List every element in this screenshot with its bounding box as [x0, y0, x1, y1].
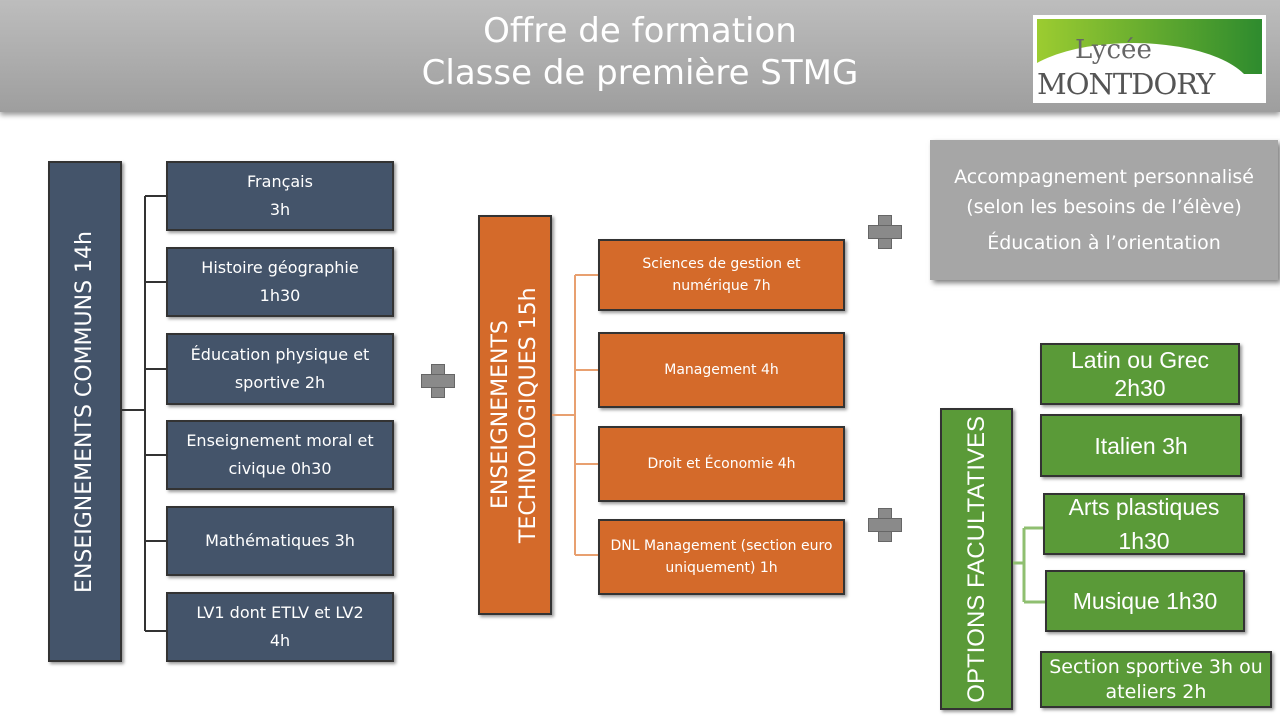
- label: LV1 dont ETLV et LV2: [196, 603, 364, 622]
- communs-heading: ENSEIGNEMENTS COMMUNS 14h: [48, 161, 122, 662]
- label: Arts plastiques 1h30: [1068, 494, 1220, 554]
- label: ENSEIGNEMENTS COMMUNS 14h: [72, 230, 97, 593]
- label: Management 4h: [664, 362, 779, 378]
- label: Éducation à l’orientation: [987, 232, 1221, 254]
- label: Latin ou Grec 2h30: [1070, 347, 1210, 401]
- accompagnement-box: Accompagnement personnalisé (selon les b…: [930, 140, 1278, 280]
- options-connector: [1013, 526, 1047, 604]
- label: Accompagnement personnalisé (selon les b…: [954, 166, 1254, 218]
- option-musique: Musique 1h30: [1045, 570, 1245, 632]
- label: Enseignement moral et civique 0h30: [186, 431, 374, 478]
- plus-icon: [421, 364, 455, 398]
- logo-text: Lycée: [1075, 35, 1152, 65]
- label: Italien 3h: [1094, 432, 1188, 459]
- label: ENSEIGNEMENTS TECHNOLOGIQUES 15h: [488, 287, 541, 543]
- label: 3h: [269, 200, 291, 219]
- subject-maths: Mathématiques 3h: [166, 506, 394, 576]
- label: Sciences de gestion et numérique 7h: [642, 256, 801, 294]
- label: Droit et Économie 4h: [647, 456, 796, 472]
- label: Français: [247, 172, 313, 191]
- logo-text: MONTDORY: [1037, 67, 1215, 101]
- option-italien: Italien 3h: [1040, 414, 1242, 477]
- subject-histoire-geo: Histoire géographie 1h30: [166, 247, 394, 317]
- techno-dnl: DNL Management (section euro uniquement)…: [598, 519, 845, 595]
- label: 1h30: [259, 286, 301, 305]
- techno-connector: [552, 274, 598, 556]
- plus-icon: [868, 508, 902, 542]
- label: OPTIONS FACULTATIVES: [962, 415, 990, 703]
- subject-francais: Français 3h: [166, 161, 394, 231]
- options-heading: OPTIONS FACULTATIVES: [940, 408, 1013, 710]
- option-section-sportive: Section sportive 3h ou ateliers 2h: [1040, 651, 1272, 708]
- label: Section sportive 3h ou ateliers 2h: [1049, 655, 1263, 703]
- title-line-1: Offre de formation: [483, 11, 797, 51]
- label: Éducation physique et sportive 2h: [190, 345, 370, 392]
- subject-emc: Enseignement moral et civique 0h30: [166, 420, 394, 490]
- label: 4h: [269, 631, 291, 650]
- label: DNL Management (section euro uniquement)…: [610, 538, 833, 576]
- option-latin-grec: Latin ou Grec 2h30: [1040, 343, 1240, 405]
- label: Musique 1h30: [1072, 588, 1218, 614]
- subject-eps: Éducation physique et sportive 2h: [166, 333, 394, 405]
- label: Mathématiques 3h: [205, 531, 355, 550]
- plus-icon: [868, 215, 902, 249]
- title-line-2: Classe de première STMG: [421, 53, 859, 93]
- techno-droit-eco: Droit et Économie 4h: [598, 426, 845, 502]
- communs-connector: [122, 195, 166, 632]
- techno-management: Management 4h: [598, 332, 845, 408]
- techno-heading: ENSEIGNEMENTS TECHNOLOGIQUES 15h: [478, 215, 552, 615]
- option-arts-plastiques: Arts plastiques 1h30: [1043, 493, 1245, 555]
- label: Histoire géographie: [201, 258, 359, 277]
- techno-sgn: Sciences de gestion et numérique 7h: [598, 239, 845, 311]
- subject-lv: LV1 dont ETLV et LV2 4h: [166, 592, 394, 662]
